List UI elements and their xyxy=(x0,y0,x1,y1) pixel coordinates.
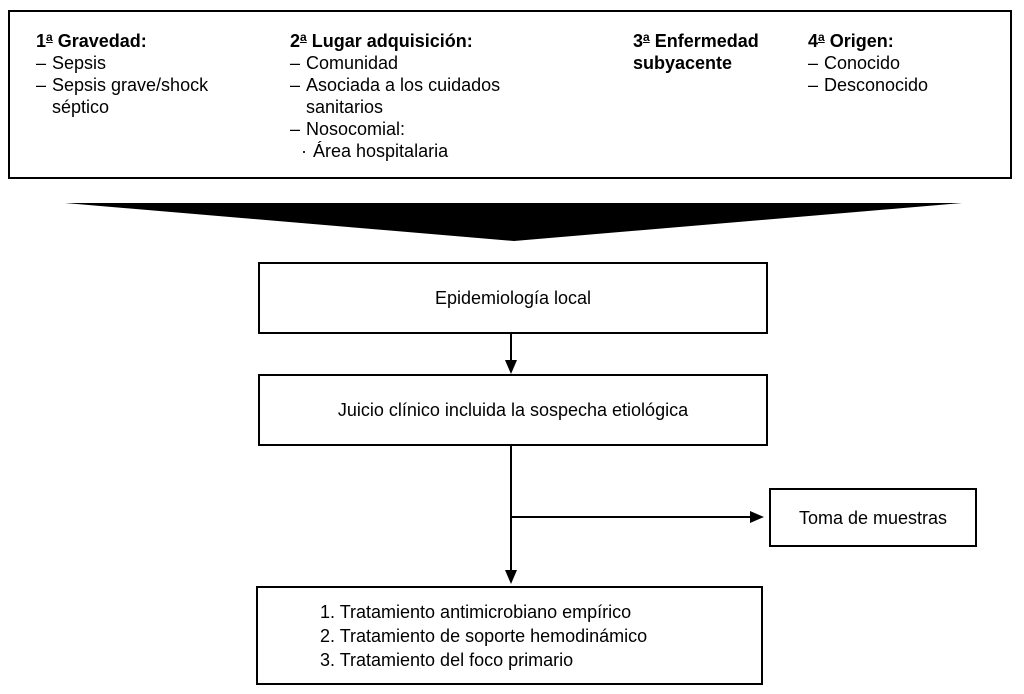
column-gravedad: 1a Gravedad: – Sepsis – Sepsis grave/sho… xyxy=(36,26,231,118)
juicio-clinico-box: Juicio clínico incluida la sospecha etio… xyxy=(258,374,768,446)
tratamiento-line: 2. Tratamiento de soporte hemodinámico xyxy=(320,625,648,646)
arrow-right-icon xyxy=(750,511,764,523)
tratamiento-line: 1. Tratamiento antimicrobiano empírico xyxy=(320,601,632,622)
dash-bullet: – xyxy=(290,119,301,139)
list-item: – Asociada a los cuidados sanitarios xyxy=(290,74,538,118)
dash-bullet: – xyxy=(290,75,301,95)
tratamiento-box: 1. Tratamiento antimicrobiano empírico 2… xyxy=(256,586,763,685)
arrow-down-icon xyxy=(505,570,517,584)
dash-bullet: – xyxy=(36,75,47,95)
dash-bullet: – xyxy=(290,53,301,73)
arrow-down-icon xyxy=(505,360,517,374)
column-title: 2a Lugar adquisición: xyxy=(290,30,473,51)
list-item-label: Nosocomial: xyxy=(306,119,406,139)
classification-box: 1a Gravedad: – Sepsis – Sepsis grave/sho… xyxy=(8,10,1012,179)
list-item: – Comunidad xyxy=(290,52,538,74)
dash-bullet: – xyxy=(808,75,819,95)
column-origen: 4a Origen: – Conocido – Desconocido xyxy=(808,26,988,96)
list-item-label: Desconocido xyxy=(824,75,929,95)
list-item: – Sepsis xyxy=(36,52,231,74)
sub-list-item: · Área hospitalaria xyxy=(301,140,538,162)
list-item-label: Sepsis xyxy=(52,53,107,73)
column-title: 4a Origen: xyxy=(808,30,894,51)
column-title: 1a Gravedad: xyxy=(36,30,147,51)
middot-bullet: · xyxy=(301,141,307,161)
box-label: Juicio clínico incluida la sospecha etio… xyxy=(337,400,689,420)
column-title: 3a Enfermedad subyacente xyxy=(633,30,759,73)
list-item: – Nosocomial: xyxy=(290,118,538,140)
ordinal-indicator: a xyxy=(300,30,307,44)
tratamiento-line: 3. Tratamiento del foco primario xyxy=(320,649,574,670)
box-label: Epidemiología local xyxy=(434,288,592,308)
column-enfermedad-subyacente: 3a Enfermedad subyacente xyxy=(633,26,793,74)
ordinal-indicator: a xyxy=(46,30,53,44)
list-item-label: Conocido xyxy=(824,53,901,73)
list-item-label: Asociada a los cuidados sanitarios xyxy=(306,75,501,117)
list-item-label: Comunidad xyxy=(306,53,399,73)
list-item-label: Sepsis grave/shock séptico xyxy=(52,75,209,117)
dash-bullet: – xyxy=(36,53,47,73)
funnel-triangle-icon xyxy=(65,203,962,241)
list-item: – Sepsis grave/shock séptico xyxy=(36,74,231,118)
toma-de-muestras-box: Toma de muestras xyxy=(769,488,977,547)
column-lugar-adquisicion: 2a Lugar adquisición: – Comunidad – Asoc… xyxy=(290,26,538,162)
list-item-label: Área hospitalaria xyxy=(313,141,449,161)
list-item: – Conocido xyxy=(808,52,988,74)
epidemiologia-local-box: Epidemiología local xyxy=(258,262,768,334)
ordinal-indicator: a xyxy=(818,30,825,44)
dash-bullet: – xyxy=(808,53,819,73)
list-item: – Desconocido xyxy=(808,74,988,96)
ordinal-indicator: a xyxy=(643,30,650,44)
box-label: Toma de muestras xyxy=(798,507,948,528)
